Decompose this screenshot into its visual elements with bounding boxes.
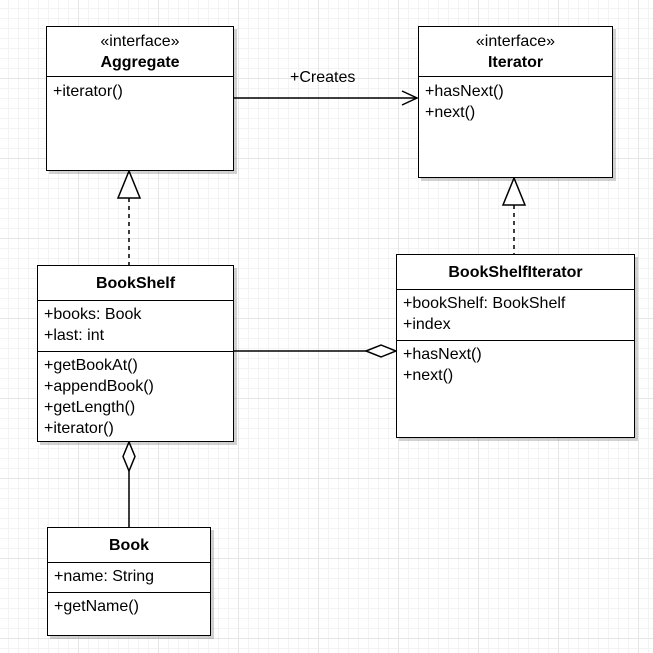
class-name: BookShelfIterator (448, 264, 583, 281)
class-header: «interface» Iterator (419, 27, 612, 77)
bookshelf-book-aggregation[interactable] (122, 440, 136, 527)
attribute: +name: String (54, 568, 155, 585)
class-aggregate[interactable]: «interface» Aggregate +iterator() (46, 26, 234, 171)
stereotype: «interface» (100, 33, 180, 50)
operations-section: +getBookAt() +appendBook() +getLength() … (38, 352, 233, 443)
class-header: BookShelfIterator (397, 255, 634, 290)
attribute: +last: int (44, 327, 105, 344)
aggregation-diamond (363, 344, 399, 358)
class-header: «interface» Aggregate (47, 27, 233, 77)
attributes-section: +name: String (48, 563, 210, 593)
operation: +getBookAt() (44, 357, 138, 374)
class-book[interactable]: Book +name: String +getName() (47, 527, 211, 636)
creates-association[interactable] (234, 90, 419, 106)
operation: +hasNext() (425, 83, 504, 100)
operations-section: +hasNext() +next() (397, 341, 634, 390)
class-name: Iterator (487, 54, 544, 71)
operation: +appendBook() (44, 378, 154, 395)
aggregation-diamond (122, 440, 136, 473)
attributes-section: +books: Book +last: int (38, 301, 233, 352)
operations-section: +iterator() (47, 77, 233, 106)
class-header: BookShelf (38, 266, 233, 301)
operation: +next() (425, 104, 476, 121)
attributes-section: +bookShelf: BookShelf +index (397, 290, 634, 341)
operations-section: +hasNext() +next() (419, 77, 612, 127)
attribute: +index (403, 316, 451, 333)
realization-triangle (116, 169, 142, 199)
class-bookshelf[interactable]: BookShelf +books: Book +last: int +getBo… (37, 265, 234, 442)
bookshelfiterator-realizes-iterator[interactable] (501, 176, 527, 254)
class-name: Aggregate (100, 54, 180, 71)
operations-section: +getName() (48, 593, 210, 621)
realization-triangle (501, 176, 527, 206)
attribute: +books: Book (44, 306, 142, 323)
class-bookshelf-iterator[interactable]: BookShelfIterator +bookShelf: BookShelf … (396, 254, 635, 438)
operation: +iterator() (44, 420, 114, 437)
class-name: Book (109, 537, 149, 554)
operation: +getName() (54, 598, 139, 615)
operation: +next() (403, 367, 454, 384)
attribute: +bookShelf: BookShelf (403, 295, 566, 312)
operation: +iterator() (53, 83, 123, 100)
class-header: Book (48, 528, 210, 563)
class-name: BookShelf (95, 275, 176, 292)
operation: +hasNext() (403, 346, 482, 363)
bookshelf-realizes-aggregate[interactable] (116, 169, 142, 265)
creates-label: +Creates (290, 69, 356, 86)
bookshelf-iterator-aggregation[interactable] (234, 344, 399, 358)
stereotype: «interface» (475, 33, 556, 50)
operation: +getLength() (44, 399, 136, 416)
class-iterator[interactable]: «interface» Iterator +hasNext() +next() (418, 26, 613, 178)
